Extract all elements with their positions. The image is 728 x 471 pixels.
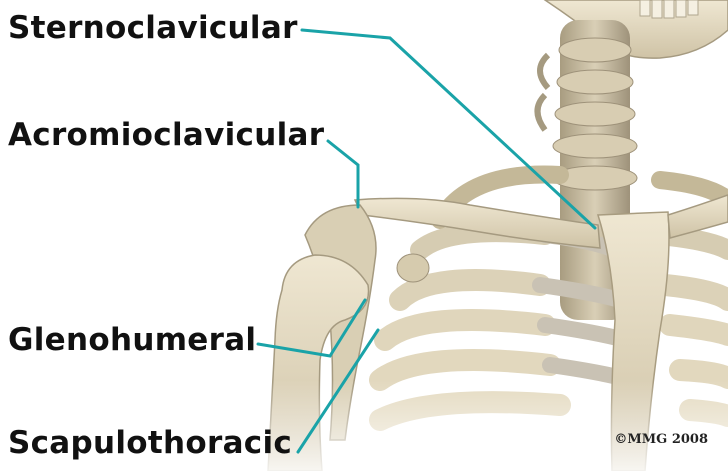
teeth	[640, 0, 698, 18]
copyright-notice: ©MMG 2008	[614, 432, 708, 447]
label-glenohumeral: Glenohumeral	[8, 322, 256, 358]
label-scapulothoracic: Scapulothoracic	[8, 425, 292, 461]
acromioclavicular-leader	[328, 141, 358, 207]
coracoid-process	[397, 254, 429, 282]
label-acromioclavicular: Acromioclavicular	[8, 117, 324, 153]
label-sternoclavicular: Sternoclavicular	[8, 10, 298, 46]
